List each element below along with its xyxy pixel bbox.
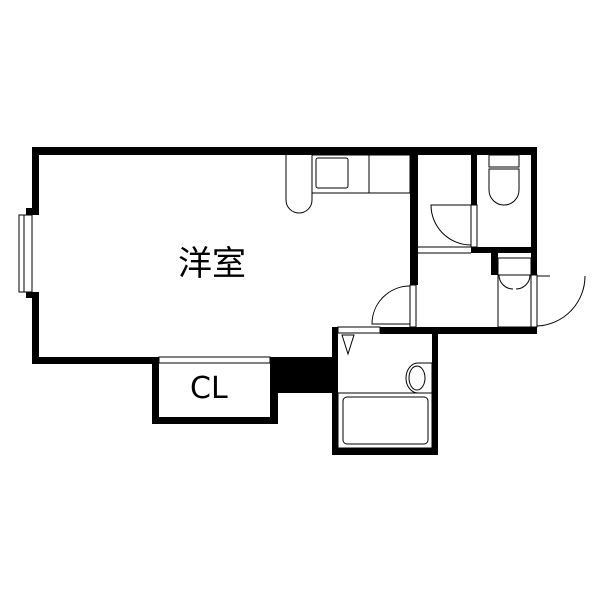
shoe-cabinet — [497, 274, 532, 328]
window — [18, 214, 33, 293]
refrigerator — [285, 155, 313, 214]
closet-doors — [158, 356, 271, 364]
pillar — [270, 357, 332, 393]
bathtub — [342, 396, 429, 445]
entrance-door-swing — [536, 275, 586, 327]
walls — [26, 147, 537, 455]
toilet — [488, 168, 520, 206]
room-door-swing — [371, 285, 411, 325]
top-wall — [32, 147, 537, 155]
room-label-closet: CL — [190, 371, 228, 406]
washbasin — [408, 365, 426, 391]
washer-mark — [341, 334, 355, 356]
toilet-door-swing — [430, 204, 472, 246]
room-label-western: 洋室 — [178, 244, 246, 284]
sink — [315, 157, 349, 189]
fixtures — [18, 154, 586, 449]
bottom-wall — [32, 357, 155, 364]
kitchen-counter — [311, 154, 411, 194]
